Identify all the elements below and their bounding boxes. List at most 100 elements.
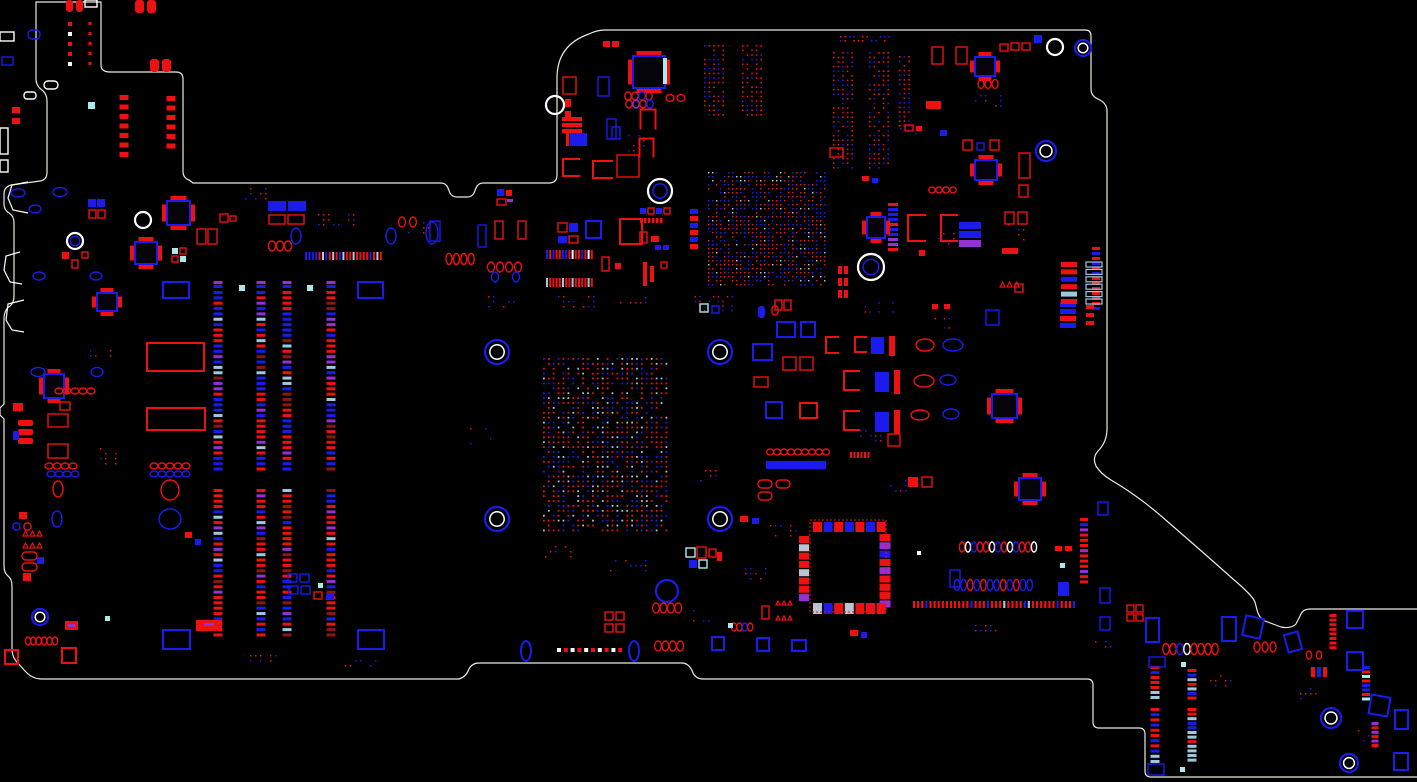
qfp-chip-pin (190, 210, 195, 214)
qfp-chip-pin (1017, 403, 1022, 407)
component-pad (643, 262, 647, 286)
bga-grid-large-dot (621, 509, 624, 512)
via-grid-dot (1310, 693, 1312, 695)
bga-grid-large-dot (636, 480, 638, 483)
bga-grid-mid-dot (724, 180, 726, 182)
bga-grid-large-dot (636, 431, 638, 434)
dimm-pin-column-tick (326, 456, 336, 460)
via-grid-dot (770, 525, 772, 527)
bga-grid-large-dot (567, 397, 570, 399)
qfn-pin-column-tick (799, 585, 809, 593)
via-field-dot (742, 100, 744, 102)
bga-grid-large-dot (552, 411, 555, 414)
bga-grid-large-dot (611, 475, 614, 478)
component-pad (685, 547, 696, 558)
pin-tick-column-tick (88, 52, 92, 55)
via-field-dot (704, 95, 706, 98)
dimm-pin-column-tick (282, 590, 292, 594)
bga-grid-mid-dot (716, 236, 718, 238)
dimm-pin-column-tick (256, 301, 266, 305)
component-pad (68, 624, 75, 627)
component-pad (179, 247, 187, 255)
qfp-chip-pin (997, 173, 1002, 177)
bga-grid-mid-dot (720, 188, 722, 190)
bga-grid-large-dot (650, 529, 653, 532)
bga-grid-mid-dot (812, 240, 814, 242)
via-grid-dot (645, 302, 647, 304)
component-pad (565, 111, 571, 119)
via-field-dot (846, 139, 849, 141)
via-field-dot (842, 116, 844, 118)
qfp-chip-pin (146, 237, 150, 242)
qfp-chip-pin (64, 382, 69, 386)
bga-grid-large-dot (543, 397, 545, 399)
bga-grid-mid-dot (760, 276, 762, 278)
bga-grid-large-dot (557, 387, 560, 390)
bga-grid-large-dot (582, 362, 584, 365)
dimm-pin-column-tick (282, 328, 292, 332)
bga-grid-large-dot (572, 382, 575, 385)
bga-grid-large-dot (557, 480, 560, 483)
component-pad (872, 178, 878, 183)
bga-grid-mid-dot (716, 204, 718, 206)
via-field-dot (842, 79, 844, 82)
bga-grid-mid-dot (800, 272, 802, 274)
dimm-pin-column-tick (213, 633, 223, 637)
bga-grid-large-dot (641, 451, 643, 453)
dimm-pin-column-tick (326, 371, 336, 375)
pin-tick-row-tick (325, 252, 328, 260)
qfp-chip-pin (1017, 407, 1022, 411)
bga-grid-large-dot (567, 505, 570, 507)
bga-grid-large-dot (547, 465, 550, 468)
bga-grid-mid-dot (712, 244, 714, 246)
bga-grid-large-dot (572, 485, 575, 488)
bga-grid-mid-dot (720, 276, 722, 278)
via-row-dot (844, 40, 846, 42)
dimm-pin-column-tick (256, 408, 266, 412)
via-grid-dot (694, 296, 697, 298)
bga-grid-large-dot (592, 402, 594, 404)
dimm-pin-column-tick (282, 558, 292, 562)
bga-grid-large-dot (626, 377, 629, 380)
bga-grid-large-dot (655, 407, 658, 409)
via-field-dot (760, 86, 762, 88)
dimm-pin-column-tick (282, 601, 292, 605)
bga-grid-large-dot (567, 387, 570, 390)
bga-grid-mid-dot (708, 184, 710, 186)
component-pad (90, 366, 104, 378)
pin-tick-row-tick (587, 278, 590, 287)
dimm-pin-column-tick (256, 510, 266, 514)
via-field-dot (837, 139, 840, 141)
via-grid-dot (270, 660, 272, 662)
bga-grid-large-dot (572, 446, 575, 448)
qfp-chip-pin (995, 418, 999, 423)
bga-grid-mid-dot (800, 172, 802, 174)
bga-grid-mid-dot (780, 264, 782, 266)
via-field-dot (869, 116, 871, 118)
component-pad (775, 479, 791, 489)
via-field-dot (851, 125, 853, 128)
pin-tick-row-tick (332, 252, 335, 260)
via-grid-dot (250, 193, 252, 195)
bracket-component (592, 160, 613, 179)
bga-grid-mid-dot (768, 280, 770, 282)
bga-grid-mid-dot (752, 188, 754, 190)
edge-hole (544, 94, 566, 116)
bga-grid-mid-dot (792, 196, 794, 198)
component-pad (752, 343, 773, 361)
via-row-dot (862, 36, 864, 38)
bga-grid-large-dot (562, 519, 565, 522)
bga-grid-large-dot (547, 451, 550, 453)
via-field-dot (751, 100, 753, 102)
bga-grid-large-dot (606, 514, 609, 517)
via-field-dot (837, 134, 840, 137)
bga-grid-large-dot (636, 460, 638, 463)
bga-grid-mid-dot (740, 204, 742, 206)
bga-grid-large-dot (587, 509, 589, 512)
qfp-chip-pin (103, 311, 107, 316)
qfp-chip-pin (970, 163, 975, 167)
qfp-chip-pin (50, 369, 54, 374)
bga-grid-large-dot (611, 392, 614, 395)
pin-tick-row-tick (574, 250, 577, 259)
via-field-dot (751, 49, 753, 52)
